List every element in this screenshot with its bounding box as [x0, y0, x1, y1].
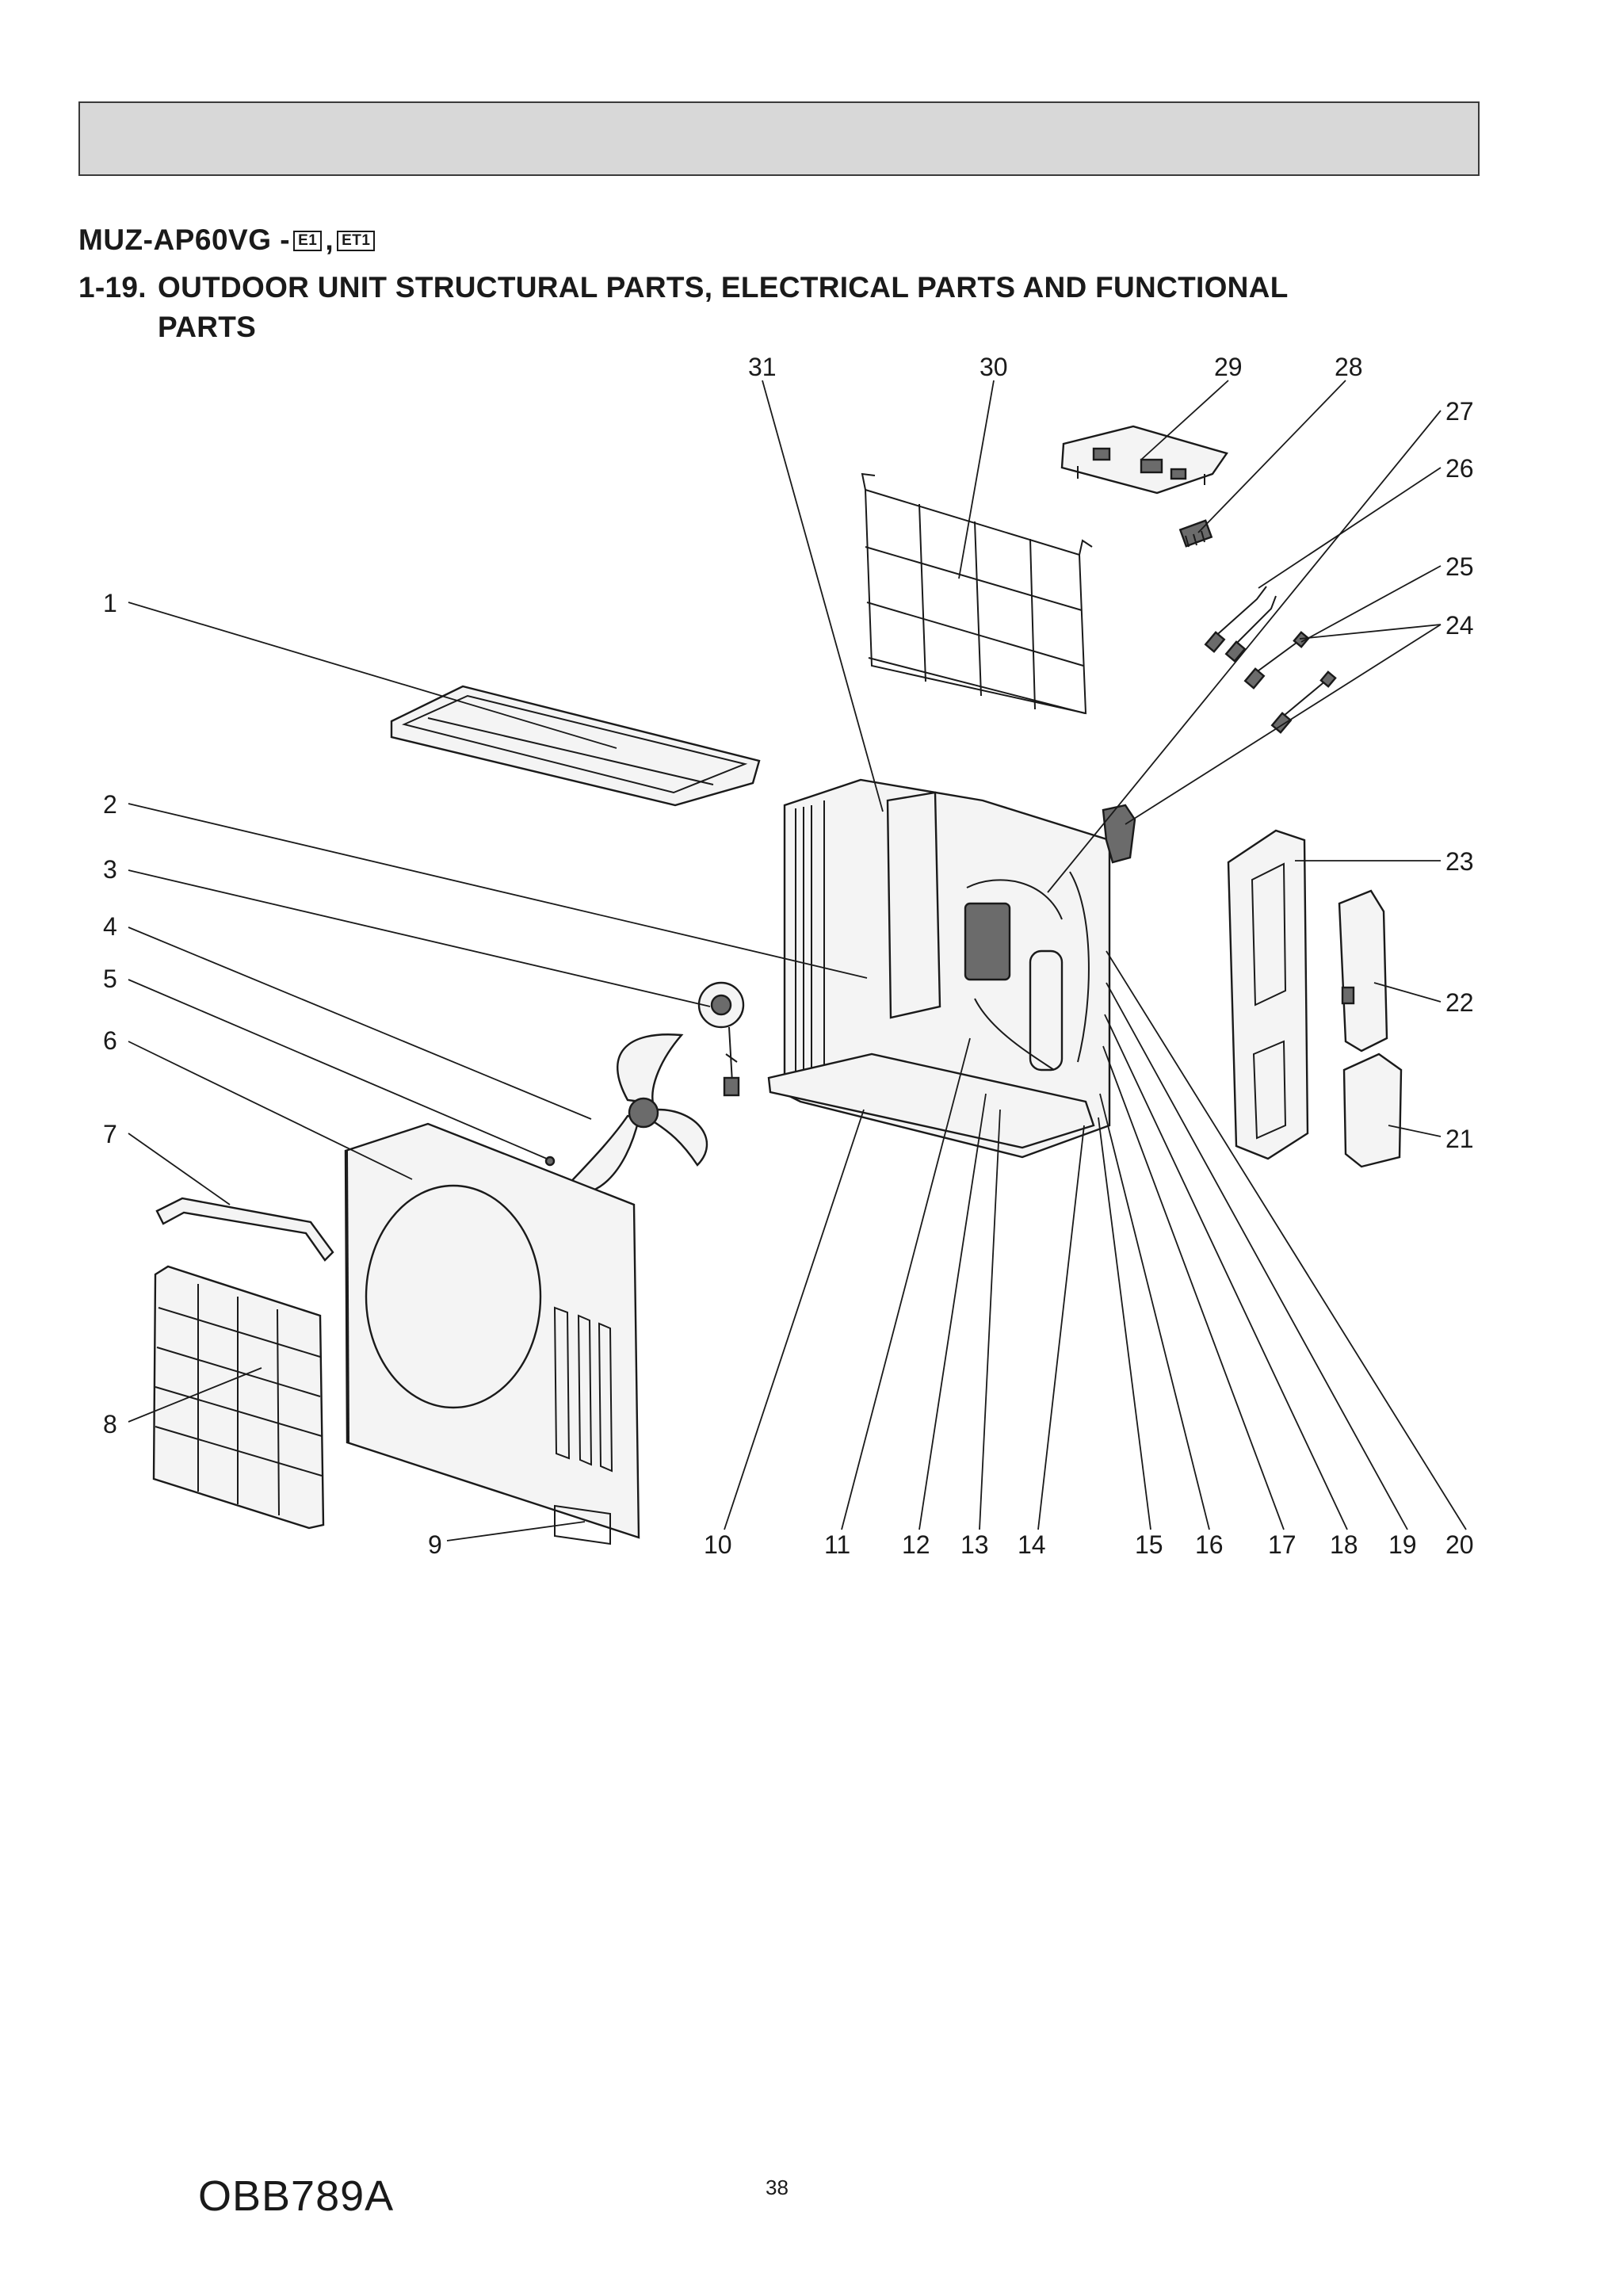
handle-drawing [155, 1197, 334, 1262]
fan-motor-drawing [697, 981, 745, 1097]
callout-5: 5 [103, 965, 117, 993]
outdoor-unit-body-drawing [767, 778, 1111, 1159]
rear-guard-drawing [861, 472, 1093, 715]
side-panel-drawing [1227, 829, 1309, 1160]
model-name: MUZ-AP60VG - [78, 223, 291, 256]
callout-27: 27 [1445, 397, 1474, 426]
circuit-board-drawing [1060, 425, 1228, 495]
callout-18: 18 [1330, 1530, 1358, 1559]
callout-6: 6 [103, 1026, 117, 1055]
section-title: 1-19. OUTDOOR UNIT STRUCTURAL PARTS, ELEC… [78, 268, 1473, 347]
section-number: 1-19. [78, 271, 147, 304]
callout-26: 26 [1445, 454, 1474, 483]
model-line: MUZ-AP60VG -E1,ET1 [78, 223, 378, 257]
callout-22: 22 [1445, 988, 1474, 1017]
callout-12: 12 [902, 1530, 930, 1559]
fitting-drawing [1102, 804, 1136, 864]
document-code: OBB789A [198, 2172, 395, 2220]
valve-cover-drawing [1342, 1052, 1403, 1168]
callout-31: 31 [748, 353, 777, 381]
callout-14: 14 [1018, 1530, 1046, 1559]
callout-24: 24 [1445, 611, 1474, 640]
leader-lines [128, 380, 1467, 1541]
callout-1: 1 [103, 589, 117, 617]
section-title-line2: PARTS [158, 311, 257, 343]
callout-7: 7 [103, 1120, 117, 1148]
callout-10: 10 [704, 1530, 732, 1559]
fan-grille-drawing [152, 1265, 325, 1530]
callout-17: 17 [1268, 1530, 1296, 1559]
callout-8: 8 [103, 1410, 117, 1438]
callout-16: 16 [1195, 1530, 1224, 1559]
callout-13: 13 [960, 1530, 989, 1559]
top-panel-drawing [390, 685, 761, 807]
callout-3: 3 [103, 855, 117, 884]
callout-19: 19 [1388, 1530, 1417, 1559]
callout-2: 2 [103, 790, 117, 819]
callout-9: 9 [428, 1530, 442, 1559]
callout-30: 30 [980, 353, 1008, 381]
callout-20: 20 [1445, 1530, 1474, 1559]
model-separator: , [325, 223, 334, 256]
sensors-drawing [1204, 586, 1337, 734]
service-panel-drawing [1338, 889, 1388, 1052]
callout-21: 21 [1445, 1125, 1474, 1153]
propeller-fan-drawing [563, 1033, 708, 1194]
section-title-line1: OUTDOOR UNIT STRUCTURAL PARTS, ELECTRICA… [158, 271, 1289, 304]
model-suffix-et1: ET1 [337, 231, 376, 251]
model-suffix-e1: E1 [293, 231, 323, 251]
front-cabinet-drawing [344, 1122, 640, 1539]
callout-numbers: 1 2 3 4 5 6 7 8 9 10 11 12 13 14 15 16 1… [103, 353, 1474, 1559]
header-bar [78, 101, 1480, 176]
callout-28: 28 [1335, 353, 1363, 381]
callout-29: 29 [1214, 353, 1243, 381]
callout-4: 4 [103, 912, 117, 941]
page-number: 38 [766, 2176, 789, 2199]
callout-25: 25 [1445, 552, 1474, 581]
callout-11: 11 [824, 1530, 850, 1559]
nut-drawing [544, 1156, 556, 1167]
callout-23: 23 [1445, 847, 1474, 876]
callout-15: 15 [1135, 1530, 1163, 1559]
